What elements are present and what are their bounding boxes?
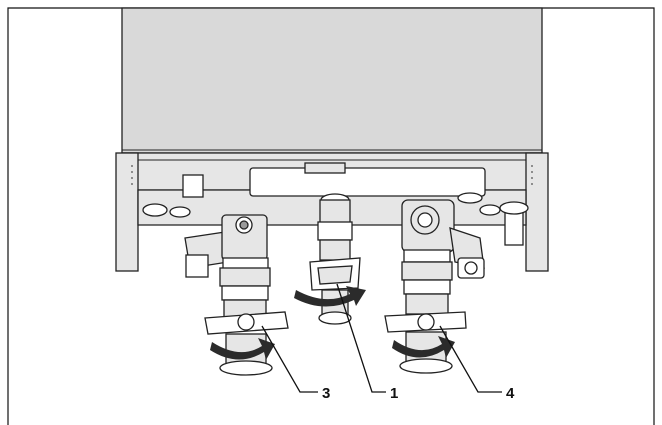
callout-label-3: 3	[322, 385, 330, 402]
callout-label-1: 1	[390, 385, 398, 402]
leader-line-3	[261, 325, 318, 393]
center-rotation-arrow	[294, 286, 366, 307]
callout-label-4: 4	[506, 385, 515, 402]
left-rotation-arrow	[210, 338, 275, 360]
left-service-valve	[184, 214, 289, 376]
right-service-valve	[384, 199, 485, 374]
leader-line-1	[336, 283, 386, 393]
leader-line-4	[439, 325, 502, 393]
right-rotation-arrow	[392, 336, 455, 358]
